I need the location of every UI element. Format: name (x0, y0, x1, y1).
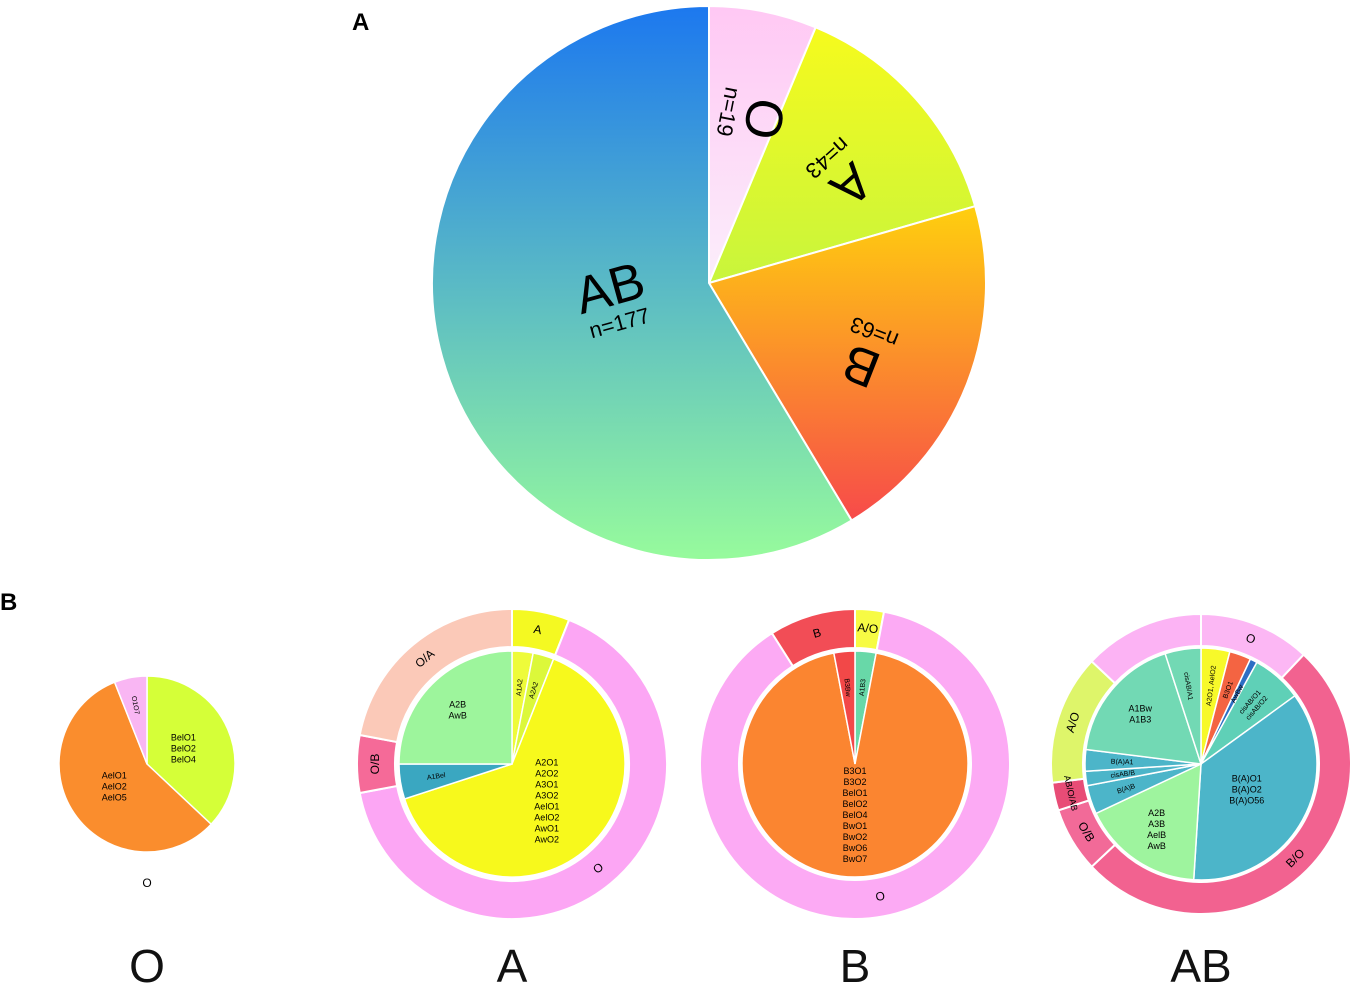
pie-slice-a (707, 26, 977, 285)
pie-slice-b (707, 204, 987, 522)
inner-pie-slice-a2b (398, 650, 513, 765)
inner-pie-slice-o1o7 (113, 675, 148, 765)
donut-title: A (497, 940, 528, 986)
outer-ring-label: A (532, 622, 542, 637)
inner-pie-slice-a2b (1095, 762, 1202, 881)
outer-ring-segment-o-a (358, 607, 513, 744)
inner-pie-label: B(A)A1 (1111, 759, 1134, 767)
inner-pie-slice-a2o1 (403, 657, 626, 878)
donut-title: B (840, 940, 871, 986)
donut-title: O (129, 940, 165, 986)
donut-title: AB (1170, 940, 1231, 986)
inner-pie-label: A1Bel (426, 772, 446, 782)
outer-ring-segment-unlabeled (1090, 612, 1202, 685)
inner-pie-label: B3Bw (842, 678, 851, 698)
outer-ring-segment-o (699, 610, 1011, 920)
inner-pie-label: A1A2 (516, 679, 525, 697)
inner-pie-slice-a1bw (1085, 652, 1203, 765)
inner-pie-slice-aelo1 (58, 681, 213, 853)
inner-pie-label: cisAB/B (1110, 770, 1136, 780)
panel-letter-b: B (0, 589, 17, 616)
inner-pie-slice-b-a-o1 (1192, 694, 1318, 881)
outer-ring-label: O (142, 876, 151, 890)
inner-pie-label: A2A2 (529, 681, 541, 699)
inner-pie-slice-belo1 (146, 675, 236, 826)
outer-ring-segment-o (358, 618, 668, 920)
inner-pie-slice-cisab-a1 (1164, 647, 1202, 765)
panel-letter-a: A (352, 9, 369, 36)
inner-pie-slice-b3bw (832, 650, 856, 765)
outer-ring-label: A/O (1063, 710, 1083, 734)
outer-ring-segment-b (770, 607, 856, 668)
outer-ring-label: A/O (857, 620, 879, 636)
pie-slice-ab (431, 4, 854, 561)
outer-ring-label: O/B (368, 754, 382, 775)
outer-ring-label: O (874, 889, 886, 905)
inner-pie-label: cisAB/A1 (1182, 672, 1193, 701)
inner-pie-slice-b3o1 (741, 652, 969, 878)
inner-pie-label: A1B3 (859, 679, 868, 697)
outer-ring-segment-b-o (1090, 653, 1352, 915)
outer-ring-label: B (811, 625, 823, 641)
inner-pie-label: O1O7 (130, 696, 140, 716)
